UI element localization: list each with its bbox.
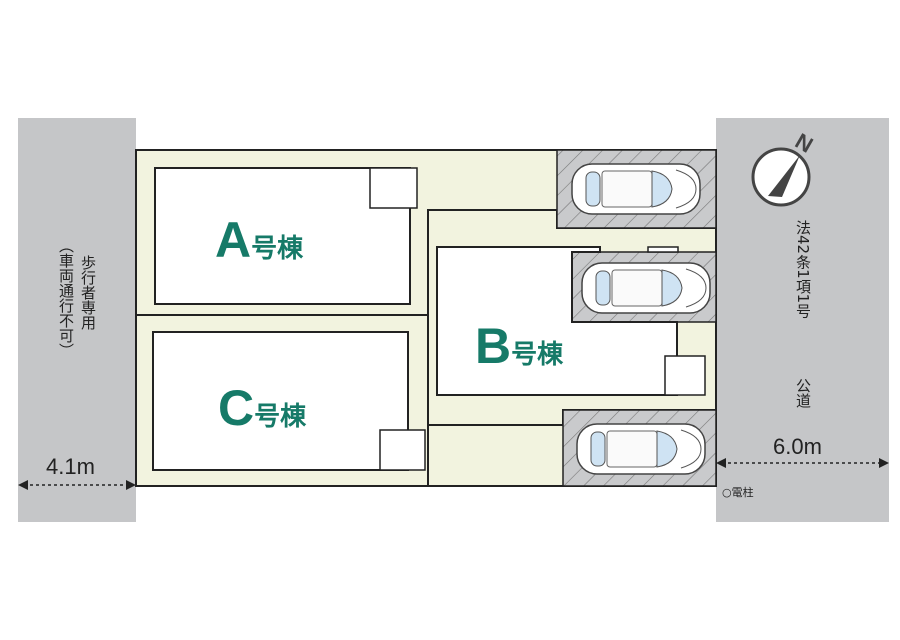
- right-road-width: 6.0m: [773, 434, 822, 459]
- left-road-label: 歩行者専用: [79, 255, 97, 331]
- house-c-label: C号棟: [218, 380, 307, 436]
- car-icon: [576, 423, 706, 475]
- house-b: [436, 246, 678, 396]
- right-road-type: 公道: [794, 378, 812, 408]
- utility-pole-label: ○電柱: [722, 485, 754, 499]
- left-road: [18, 118, 136, 522]
- house-c: [152, 331, 409, 471]
- car-icon: [571, 163, 701, 215]
- house-a-label: A号棟: [215, 212, 304, 268]
- house-b-label: B号棟: [475, 318, 564, 374]
- left-road-note: （車両通行不可）: [57, 238, 75, 358]
- left-road-width: 4.1m: [46, 454, 95, 479]
- right-road-label: 法42条1項1号: [794, 220, 812, 319]
- car-icon: [581, 262, 711, 314]
- house-a: [154, 167, 411, 305]
